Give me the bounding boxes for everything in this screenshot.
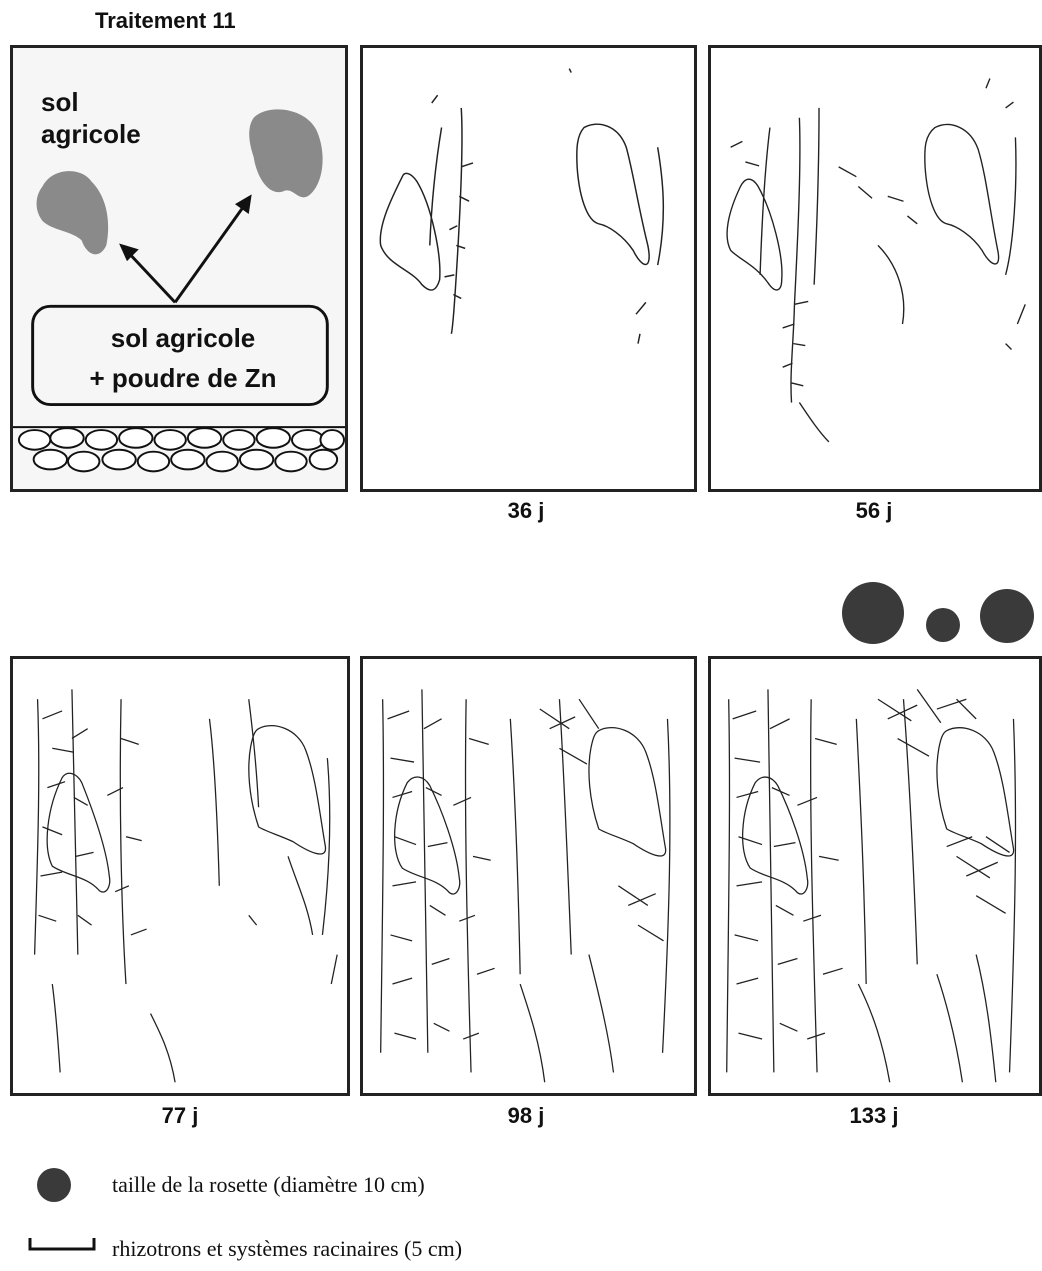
scale-bar-icon <box>28 1236 98 1252</box>
rosette-circle-large-1 <box>842 582 904 644</box>
root-drawing-133 <box>711 659 1039 1093</box>
amended-soil-label-line1: sol agricole <box>33 318 333 358</box>
rhizotron-panel-36 <box>360 45 697 492</box>
root-drawing-98 <box>363 659 694 1093</box>
arrow-head-right <box>235 194 252 214</box>
day-label-56: 56 j <box>814 498 934 524</box>
root-drawing-56 <box>711 48 1039 489</box>
rosette-legend-icon <box>36 1167 72 1203</box>
soil-patch-left <box>37 171 109 254</box>
amended-soil-label-line2: + poudre de Zn <box>33 358 333 398</box>
topsoil-label: sol agricole <box>41 86 141 150</box>
day-label-77: 77 j <box>120 1103 240 1129</box>
rhizotron-panel-56 <box>708 45 1042 492</box>
day-label-133: 133 j <box>814 1103 934 1129</box>
amended-soil-label: sol agricole + poudre de Zn <box>33 318 333 398</box>
rosette-circle-large-2 <box>980 589 1034 643</box>
root-drawing-77 <box>13 659 347 1093</box>
schematic-panel: sol agricole sol agricole + poudre de Zn <box>10 45 348 492</box>
rhizotron-panel-133 <box>708 656 1042 1096</box>
day-label-36: 36 j <box>466 498 586 524</box>
rhizotron-panel-98 <box>360 656 697 1096</box>
topsoil-label-line2: agricole <box>41 118 141 150</box>
rosette-circle-small <box>926 608 960 642</box>
rosette-legend-text: taille de la rosette (diamètre 10 cm) <box>112 1172 425 1198</box>
gravel-layer <box>19 428 344 471</box>
root-drawing-36 <box>363 48 694 489</box>
figure-title: Traitement 11 <box>95 8 236 34</box>
topsoil-label-line1: sol <box>41 86 141 118</box>
rosette-size-row <box>835 580 1040 650</box>
scale-legend-text: rhizotrons et systèmes racinaires (5 cm) <box>112 1236 462 1262</box>
day-label-98: 98 j <box>466 1103 586 1129</box>
soil-patch-right <box>249 109 322 197</box>
rhizotron-panel-77 <box>10 656 350 1096</box>
